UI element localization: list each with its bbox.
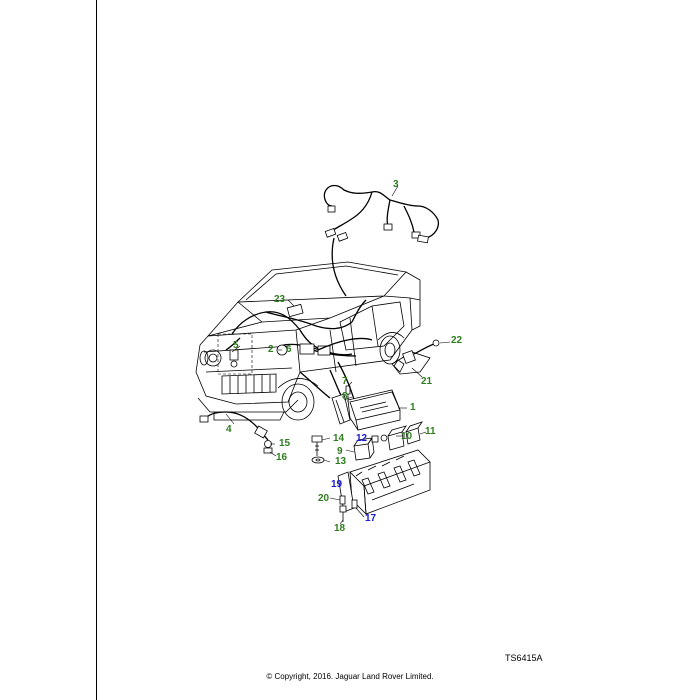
callout-19: 19 — [331, 479, 343, 490]
callout-17: 17 — [365, 513, 377, 524]
callout-12: 12 — [356, 433, 368, 444]
rear-connector-group — [391, 339, 440, 375]
interior-harness — [225, 299, 373, 407]
callout-4: 4 — [226, 424, 232, 435]
callout-14: 14 — [333, 433, 345, 444]
figure-code: TS6415A — [505, 653, 543, 663]
callout-1: 1 — [410, 402, 416, 413]
roof-harness — [323, 184, 440, 297]
callout-6: 6 — [286, 344, 292, 355]
callout-9: 9 — [337, 446, 343, 457]
callout-21: 21 — [421, 376, 433, 387]
control-module-group — [331, 385, 401, 431]
copyright-notice: © Copyright, 2016. Jaguar Land Rover Lim… — [266, 672, 434, 681]
callout-13: 13 — [335, 456, 347, 467]
callout-23: 23 — [274, 294, 286, 305]
callout-15: 15 — [279, 438, 291, 449]
callout-18: 18 — [334, 523, 346, 534]
vehicle-outline — [195, 261, 421, 421]
relay-fixings-group — [311, 421, 423, 464]
callout-7: 7 — [342, 376, 348, 387]
callout-16: 16 — [276, 452, 288, 463]
leader-lines — [225, 185, 451, 525]
margin-rule — [96, 0, 97, 700]
callout-8: 8 — [342, 391, 348, 402]
sensor-lead-group — [199, 411, 273, 454]
callout-11: 11 — [425, 426, 436, 437]
fuse-box-group — [337, 449, 431, 522]
callout-2: 2 — [268, 344, 274, 355]
callout-10: 10 — [401, 431, 413, 442]
callout-22: 22 — [451, 335, 463, 346]
callout-20: 20 — [318, 493, 330, 504]
callout-5: 5 — [233, 340, 239, 351]
callout-3: 3 — [393, 179, 399, 190]
